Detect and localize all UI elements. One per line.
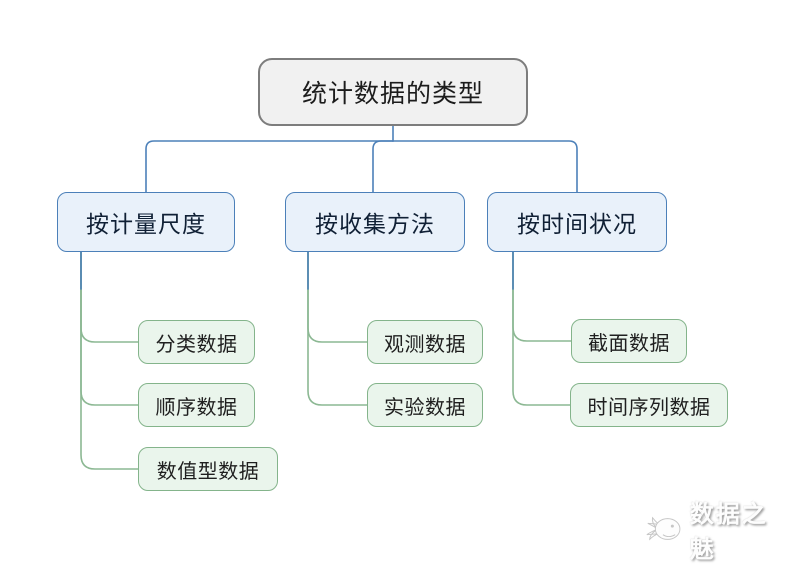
node-time-status[interactable]: 按时间状况 <box>487 192 667 252</box>
node-categorical-data[interactable]: 分类数据 <box>138 320 255 364</box>
mindmap-canvas: 统计数据的类型 按计量尺度 按收集方法 按时间状况 分类数据 顺序数据 数值型数… <box>57 58 766 563</box>
node-measurement-scale[interactable]: 按计量尺度 <box>57 192 235 252</box>
node-time-series-data[interactable]: 时间序列数据 <box>570 383 728 427</box>
node-cross-section-data[interactable]: 截面数据 <box>571 319 687 363</box>
connector-branch-collection <box>307 251 368 406</box>
node-collection-method[interactable]: 按收集方法 <box>285 192 465 252</box>
connector-branch-scale <box>80 251 139 470</box>
watermark: 数据之魅 <box>644 494 788 564</box>
connector-root-branches <box>145 125 578 193</box>
connector-branch-time <box>512 251 572 406</box>
node-experimental-data[interactable]: 实验数据 <box>367 383 483 427</box>
node-observational-data[interactable]: 观测数据 <box>367 320 483 364</box>
watermark-text: 数据之魅 <box>689 501 768 563</box>
node-ordinal-data[interactable]: 顺序数据 <box>138 383 255 427</box>
connector-trunk-blue-tops <box>80 251 514 290</box>
whale-logo-icon <box>646 516 681 541</box>
node-root[interactable]: 统计数据的类型 <box>258 58 528 126</box>
node-numerical-data[interactable]: 数值型数据 <box>138 447 278 491</box>
